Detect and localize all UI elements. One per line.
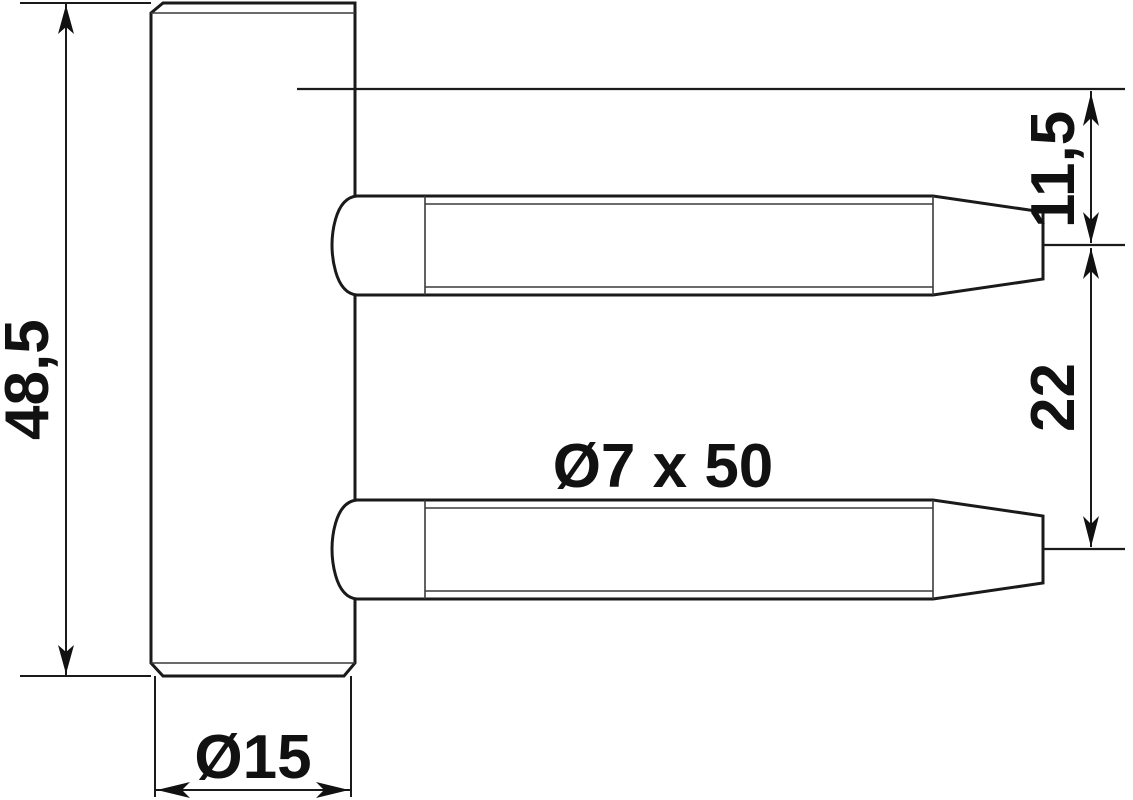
- pin-spacing-lower-arrow-top: [1083, 248, 1099, 279]
- overall-height-label: 48,5: [0, 319, 62, 440]
- dimension-pin-spacing-upper: 11,5: [1019, 91, 1099, 243]
- dimension-overall-height: 48,5: [0, 2, 151, 677]
- hinge-body-cylinder: [149, 1, 357, 678]
- pin-spacing-lower-arrow-bottom: [1083, 516, 1099, 547]
- upper-pin: [330, 194, 1045, 297]
- overall-height-arrow-bottom: [58, 645, 74, 674]
- lower-pin-outline: [330, 498, 1045, 601]
- body-diameter-label: Ø15: [194, 723, 311, 792]
- upper-pin-outline: [330, 194, 1045, 297]
- dimension-pin-spacing-lower: 22: [1019, 248, 1099, 547]
- pin-spacing-upper-label: 11,5: [1019, 111, 1088, 228]
- pin-spec-label: Ø7 x 50: [553, 432, 774, 501]
- body-outline: [149, 1, 357, 678]
- lower-pin: [330, 498, 1045, 601]
- dimension-body-diameter: Ø15: [154, 676, 352, 798]
- pin-spacing-upper-arrow-bottom: [1083, 212, 1099, 243]
- body-diameter-arrow-left: [157, 782, 190, 798]
- pin-spacing-lower-label: 22: [1019, 363, 1088, 432]
- overall-height-arrow-top: [58, 5, 74, 34]
- pin-spacing-upper-arrow-top: [1083, 93, 1099, 126]
- body-diameter-arrow-right: [316, 782, 349, 798]
